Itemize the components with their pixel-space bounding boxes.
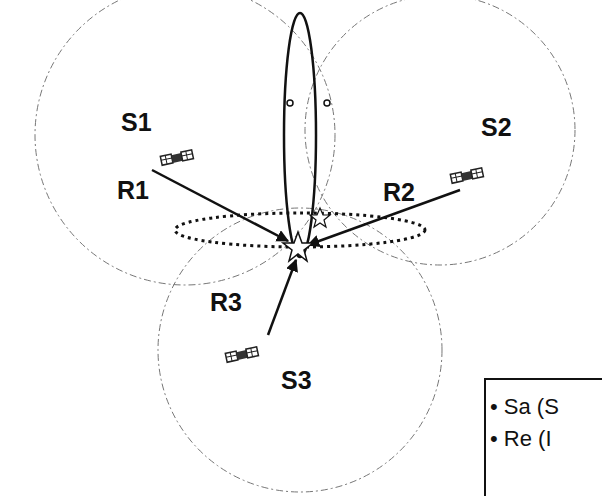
range-label: R3	[210, 290, 242, 315]
satellite-icon	[160, 150, 193, 165]
range-arrows	[152, 170, 460, 335]
bullet-text: • Sa (S	[486, 394, 570, 420]
range-label: R2	[383, 180, 415, 205]
range-circles	[35, 0, 575, 492]
legend-box: • Sa (S • Re (I	[484, 378, 602, 496]
satellite-icon	[225, 347, 258, 362]
small-star	[310, 208, 330, 227]
range-label: R1	[117, 178, 149, 203]
vertical-ellipse	[284, 13, 316, 257]
satellite-label: S2	[481, 115, 512, 140]
receiver-star	[283, 232, 313, 261]
satellite-label: S1	[121, 110, 152, 135]
bullet-text: • Re (I	[486, 426, 570, 452]
satellite-label: S3	[281, 368, 312, 393]
satellite-icon	[450, 168, 483, 183]
